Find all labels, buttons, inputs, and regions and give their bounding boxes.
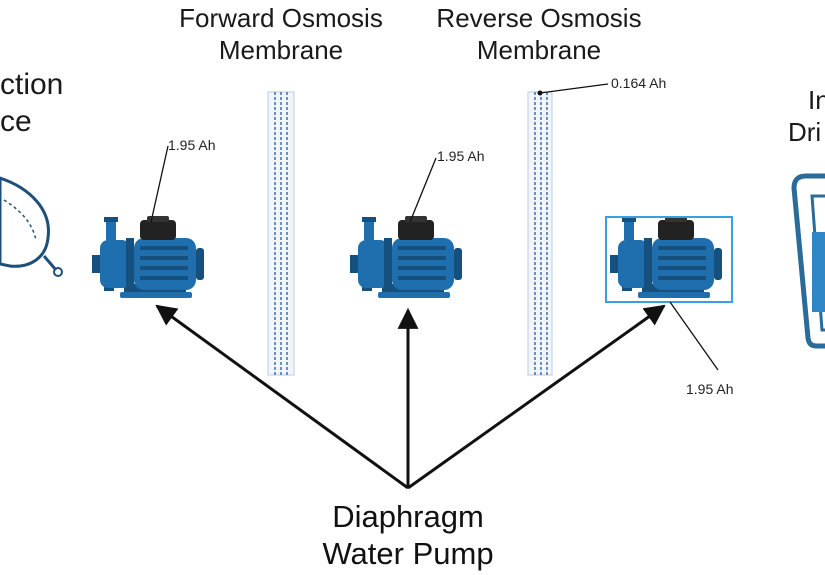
diaphragm-pump-label-line2: Water Pump <box>322 536 494 571</box>
right-heading-line2: Dri <box>788 117 822 147</box>
right-heading-line1: In <box>808 85 825 115</box>
ro-membrane-battery-label: 0.164 Ah <box>611 75 667 91</box>
arrow-to-pump3 <box>407 304 666 490</box>
arrow-to-pump1 <box>155 304 409 490</box>
selection-box[interactable] <box>605 216 733 303</box>
water-pump-icon <box>350 216 462 298</box>
pump1-battery-leader <box>150 145 169 223</box>
pump2-battery-label: 1.95 Ah <box>437 148 485 164</box>
water-pump-icon <box>610 216 722 298</box>
reverse-osmosis-heading-line1: Reverse Osmosis <box>436 3 642 33</box>
water-pump-icon <box>92 216 204 298</box>
pump1-battery-label: 1.95 Ah <box>168 137 216 153</box>
pump2-battery-leader <box>409 157 437 223</box>
left-heading-line2: ce <box>0 105 32 138</box>
left-heading-line1: ction <box>0 68 64 101</box>
membrane-icon <box>267 91 295 376</box>
ro-membrane-battery-leader <box>539 83 609 94</box>
collection-bag-icon <box>0 176 63 277</box>
membrane-icon <box>527 91 553 376</box>
pump3-battery-leader <box>669 301 719 371</box>
pump3-battery-label: 1.95 Ah <box>686 381 734 397</box>
forward-osmosis-heading-line1: Forward Osmosis <box>179 3 383 33</box>
drinking-water-container-icon <box>791 173 825 349</box>
diaphragm-pump-label-line1: Diaphragm <box>332 499 484 534</box>
forward-osmosis-heading-line2: Membrane <box>218 35 344 65</box>
reverse-osmosis-heading-line2: Membrane <box>476 35 602 65</box>
